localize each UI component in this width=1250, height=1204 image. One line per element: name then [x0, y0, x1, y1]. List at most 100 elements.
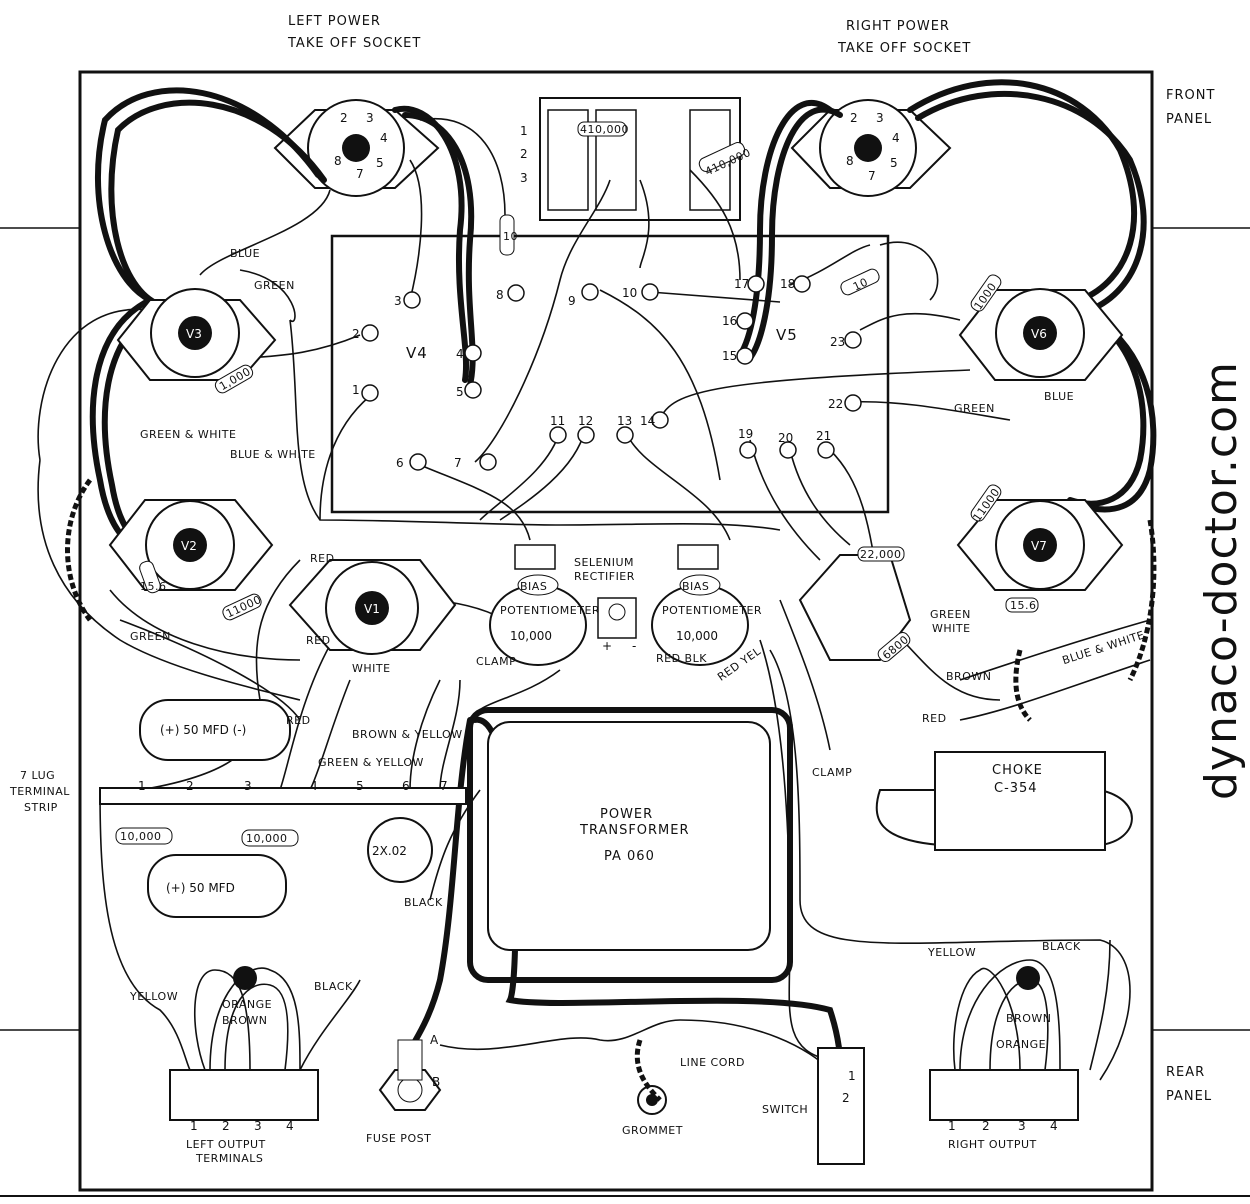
right-power-socket: 2 3 4 5 7 8 — [790, 99, 952, 197]
svg-text:10,000: 10,000 — [510, 629, 552, 643]
selenium-label-2: RECTIFIER — [574, 570, 635, 583]
svg-text:TRANSFORMER: TRANSFORMER — [579, 823, 690, 838]
selenium-label-1: SELENIUM — [574, 556, 634, 569]
front-panel-label-2: PANEL — [1166, 112, 1212, 127]
terminal-strip-label-2: TERMINAL — [9, 785, 70, 798]
svg-text:13: 13 — [617, 414, 632, 428]
svg-text:V1: V1 — [364, 602, 380, 616]
tube-v7: V7 11000 15.6 — [956, 484, 1124, 613]
svg-text:4: 4 — [380, 131, 388, 145]
svg-text:2: 2 — [520, 147, 528, 161]
svg-text:LINE CORD: LINE CORD — [680, 1056, 745, 1069]
svg-text:6: 6 — [402, 779, 410, 793]
svg-text:BROWN: BROWN — [222, 1014, 267, 1027]
tube-v3: V3 1,000 — [116, 288, 277, 394]
clamp-label-1: CLAMP — [476, 655, 516, 668]
svg-text:1: 1 — [352, 383, 360, 397]
svg-text:8: 8 — [846, 154, 854, 168]
svg-text:4: 4 — [892, 131, 900, 145]
svg-text:7: 7 — [356, 167, 364, 181]
svg-text:WHITE: WHITE — [352, 662, 391, 675]
svg-text:BIAS: BIAS — [520, 580, 547, 593]
svg-text:SWITCH: SWITCH — [762, 1103, 808, 1116]
svg-text:(+) 50 MFD: (+) 50 MFD — [166, 881, 235, 895]
svg-text:10,000: 10,000 — [246, 832, 288, 845]
svg-text:V7: V7 — [1031, 539, 1047, 553]
svg-text:2: 2 — [842, 1091, 850, 1105]
svg-text:RED: RED — [306, 634, 331, 647]
selector-switch: 1 2 3 410,000 410,000 — [520, 97, 753, 221]
svg-text:ORANGE: ORANGE — [222, 998, 272, 1011]
capacitor-50mfd-bottom: (+) 50 MFD — [147, 854, 287, 918]
svg-text:BLUE & WHITE: BLUE & WHITE — [230, 448, 316, 461]
svg-text:BROWN: BROWN — [1006, 1012, 1051, 1025]
resistor-15-6-v7: 15.6 — [1010, 599, 1037, 612]
left-socket-title-2: TAKE OFF SOCKET — [287, 36, 421, 51]
svg-text:GROMMET: GROMMET — [622, 1124, 683, 1137]
svg-text:FUSE POST: FUSE POST — [366, 1132, 431, 1145]
svg-text:BLUE: BLUE — [230, 247, 260, 260]
svg-text:4: 4 — [310, 779, 318, 793]
grommet: LINE CORD GROMMET — [622, 1056, 745, 1137]
clamp-label-2: CLAMP — [812, 766, 852, 779]
svg-text:3: 3 — [366, 111, 374, 125]
svg-text:+: + — [602, 639, 612, 653]
svg-text:3: 3 — [1018, 1119, 1026, 1133]
right-socket-title-1: RIGHT POWER — [846, 19, 950, 34]
svg-text:RED: RED — [310, 552, 335, 565]
svg-text:BROWN: BROWN — [946, 670, 991, 683]
power-switch: 1 2 SWITCH — [762, 1047, 865, 1165]
svg-text:3: 3 — [520, 171, 528, 185]
svg-text:1: 1 — [138, 779, 146, 793]
svg-text:GREEN & WHITE: GREEN & WHITE — [140, 428, 236, 441]
svg-text:8: 8 — [334, 154, 342, 168]
svg-text:5: 5 — [890, 156, 898, 170]
svg-text:14: 14 — [640, 414, 655, 428]
svg-text:11: 11 — [550, 414, 565, 428]
resistor-10-left — [499, 214, 515, 256]
svg-text:(+) 50 MFD (-): (+) 50 MFD (-) — [160, 723, 246, 737]
svg-text:RED BLK: RED BLK — [656, 652, 707, 665]
svg-text:5: 5 — [356, 779, 364, 793]
svg-text:10: 10 — [622, 286, 637, 300]
svg-text:2: 2 — [850, 111, 858, 125]
svg-text:RIGHT OUTPUT: RIGHT OUTPUT — [948, 1138, 1037, 1151]
svg-text:2: 2 — [352, 327, 360, 341]
choke: CHOKE C-354 — [875, 751, 1133, 851]
svg-text:8: 8 — [496, 288, 504, 302]
svg-text:BLUE: BLUE — [1044, 390, 1074, 403]
resistor-11000-v2: 11000 — [224, 593, 263, 621]
svg-text:1: 1 — [848, 1069, 856, 1083]
bias-pot-right: BIAS POTENTIOMETER 10,000 — [651, 544, 762, 666]
svg-text:-: - — [632, 639, 636, 653]
svg-text:V2: V2 — [181, 539, 197, 553]
svg-text:GREEN: GREEN — [130, 630, 171, 643]
svg-text:1: 1 — [520, 124, 528, 138]
svg-text:2X.02: 2X.02 — [372, 844, 407, 858]
svg-text:10,000: 10,000 — [120, 830, 162, 843]
resistor-10000-b — [241, 829, 299, 847]
svg-text:7: 7 — [440, 779, 448, 793]
svg-text:5: 5 — [376, 156, 384, 170]
tube-v5-label: V5 — [776, 326, 798, 344]
svg-text:RED: RED — [286, 714, 311, 727]
rectifier-socket: 22,000 6800 — [798, 546, 911, 662]
potentiometer-right-label: POTENTIOMETER — [662, 604, 762, 617]
terminal-strip-label-1: 7 LUG — [20, 769, 55, 782]
svg-text:TERMINALS: TERMINALS — [195, 1152, 263, 1165]
svg-text:BROWN & YELLOW: BROWN & YELLOW — [352, 728, 463, 741]
tube-v1: V1 — [288, 559, 457, 655]
disc-capacitor: 2X.02 — [367, 817, 433, 883]
svg-text:CHOKE: CHOKE — [992, 763, 1043, 778]
tube-v6: V6 1000 — [958, 274, 1124, 381]
svg-text:6: 6 — [396, 456, 404, 470]
terminal-strip-label-3: STRIP — [24, 801, 58, 814]
twisted-pairs — [65, 478, 1157, 1102]
fuse-post: A B FUSE POST — [366, 1033, 442, 1145]
svg-text:5: 5 — [456, 385, 464, 399]
svg-text:GREEN: GREEN — [930, 608, 971, 621]
svg-text:19: 19 — [738, 427, 753, 441]
power-transformer: POWER TRANSFORMER PA 060 — [467, 707, 793, 983]
svg-text:A: A — [430, 1033, 439, 1047]
